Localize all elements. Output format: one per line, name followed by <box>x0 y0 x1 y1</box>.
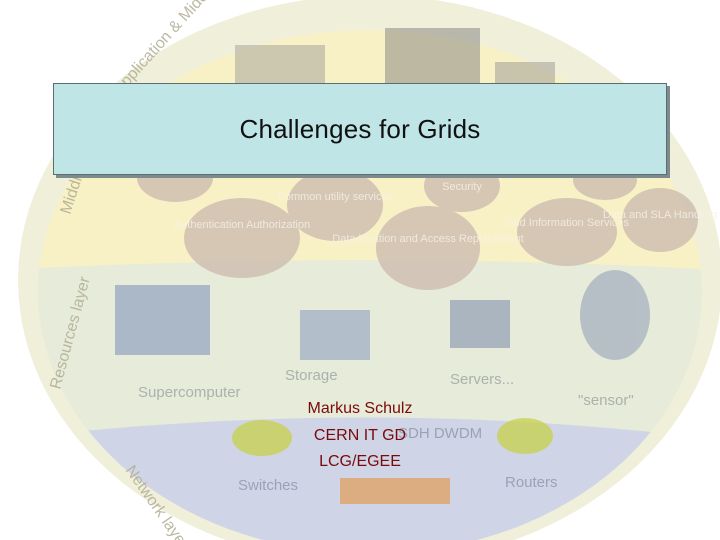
author-affiliation: CERN IT GD <box>313 426 407 444</box>
label-storage: Storage <box>285 367 338 384</box>
author-block: Markus Schulz CERN IT GD LCG/EGEE <box>260 396 460 476</box>
bubble-info: Grid Information Services <box>505 217 630 229</box>
storage-icon <box>300 310 370 360</box>
title-box: Challenges for Grids <box>53 83 667 175</box>
resource-icons <box>115 270 650 360</box>
app-windows <box>235 28 555 88</box>
bubble-data: Data location and Access Replacement <box>332 233 523 245</box>
sensor-icon <box>580 270 650 360</box>
label-sensor: "sensor" <box>578 392 634 409</box>
label-supercomputer: Supercomputer <box>138 384 241 401</box>
supercomputer-icon <box>115 285 210 355</box>
author-name: Markus Schulz <box>307 400 413 417</box>
bubble-common: Common utility services <box>277 191 394 203</box>
servers-icon <box>450 300 510 348</box>
label-switches: Switches <box>238 477 298 494</box>
router-icon <box>497 418 553 454</box>
label-servers: Servers... <box>450 371 514 388</box>
label-sdh: SDH DWDM <box>398 425 482 442</box>
bubble-security: Security <box>442 181 482 193</box>
bubble-auth: Authentication Authorization <box>174 219 310 231</box>
switch-icon <box>232 420 292 456</box>
network-icons <box>232 418 553 504</box>
slide-title: Challenges for Grids <box>239 113 481 144</box>
label-routers: Routers <box>505 474 558 491</box>
author-project: LCG/EGEE <box>319 453 401 470</box>
fiber-icon <box>340 478 450 504</box>
bubble-sla: Data and SLA Handling <box>603 209 717 221</box>
